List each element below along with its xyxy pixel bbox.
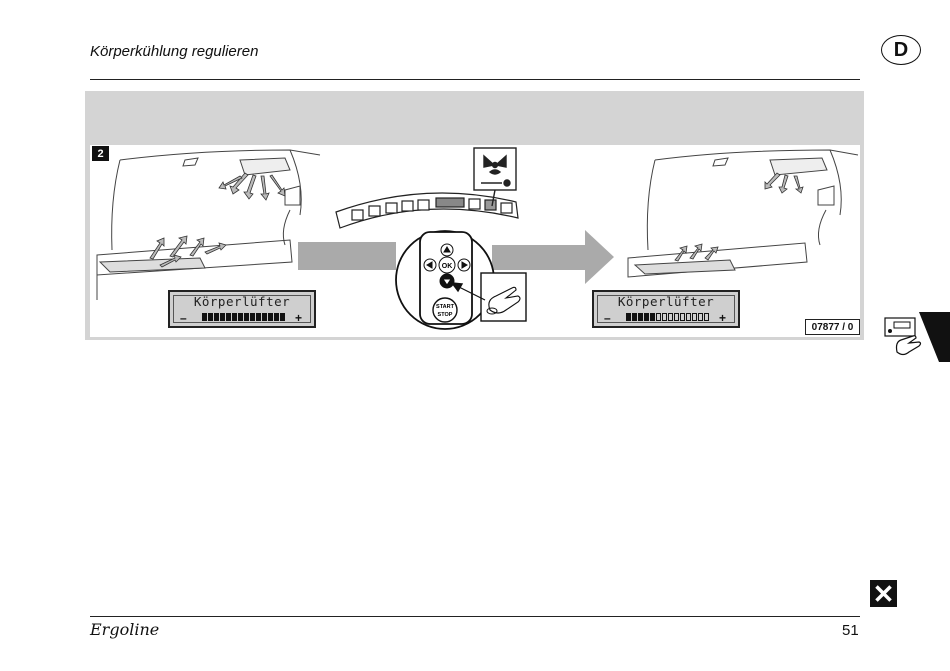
operation-chapter-tab[interactable] — [879, 312, 950, 362]
level-segment — [256, 313, 261, 321]
flow-arrow-right — [492, 230, 614, 284]
start-key-label: START — [436, 304, 455, 310]
display-before: Körperlüfter – + — [168, 290, 316, 328]
level-segment — [650, 313, 655, 321]
display-after-label: Körperlüfter — [617, 294, 715, 309]
level-segment — [662, 313, 667, 321]
level-segment — [244, 313, 249, 321]
language-badge: D — [881, 35, 921, 65]
pressing-hand-icon — [450, 272, 527, 322]
level-segment — [644, 313, 649, 321]
level-segment — [626, 313, 631, 321]
tanning-bed-left — [96, 149, 321, 300]
level-segment — [632, 313, 637, 321]
navigation-keys — [423, 243, 471, 323]
level-segment — [638, 313, 643, 321]
level-segment — [686, 313, 691, 321]
display-after-minus: – — [604, 311, 611, 325]
display-before-screen — [173, 295, 311, 323]
fan-icon — [473, 147, 517, 191]
close-button[interactable]: ✕ — [870, 580, 897, 607]
display-before-level-bar — [202, 313, 285, 321]
control-strip — [335, 192, 519, 229]
display-after: Körperlüfter – + — [592, 290, 740, 328]
level-segment — [220, 313, 225, 321]
level-segment — [262, 313, 267, 321]
ok-key-label: OK — [442, 263, 453, 270]
header-rule — [90, 79, 860, 80]
display-after-screen — [597, 295, 735, 323]
level-segment — [238, 313, 243, 321]
level-segment — [202, 313, 207, 321]
level-segment — [704, 313, 709, 321]
flow-arrow-left — [298, 242, 396, 270]
level-segment — [214, 313, 219, 321]
level-segment — [668, 313, 673, 321]
level-segment — [226, 313, 231, 321]
level-segment — [698, 313, 703, 321]
airflow-arrows-right — [674, 172, 804, 262]
figure-reference-code: 07877 / 0 — [805, 319, 860, 335]
page-number: 51 — [842, 622, 859, 639]
level-segment — [692, 313, 697, 321]
level-segment — [674, 313, 679, 321]
level-segment — [656, 313, 661, 321]
level-segment — [274, 313, 279, 321]
level-segment — [208, 313, 213, 321]
level-segment — [232, 313, 237, 321]
level-segment — [268, 313, 273, 321]
pointer-line — [491, 189, 496, 207]
display-before-label: Körperlüfter — [193, 294, 291, 309]
level-segment — [280, 313, 285, 321]
display-after-level-bar — [626, 313, 709, 321]
tanning-bed-right — [627, 149, 859, 278]
level-segment — [250, 313, 255, 321]
stop-key-label: STOP — [438, 312, 453, 318]
display-before-plus: + — [294, 311, 302, 325]
display-before-minus: – — [180, 311, 187, 325]
airflow-arrows-left — [149, 172, 286, 268]
level-segment — [680, 313, 685, 321]
brand-logo: Ergoline — [90, 620, 160, 639]
page-title: Körperkühlung regulieren — [90, 43, 259, 60]
control-panel-hand-icon — [879, 312, 939, 362]
footer-rule — [90, 616, 860, 617]
figure-number: 2 — [92, 146, 109, 161]
display-after-plus: + — [718, 311, 726, 325]
